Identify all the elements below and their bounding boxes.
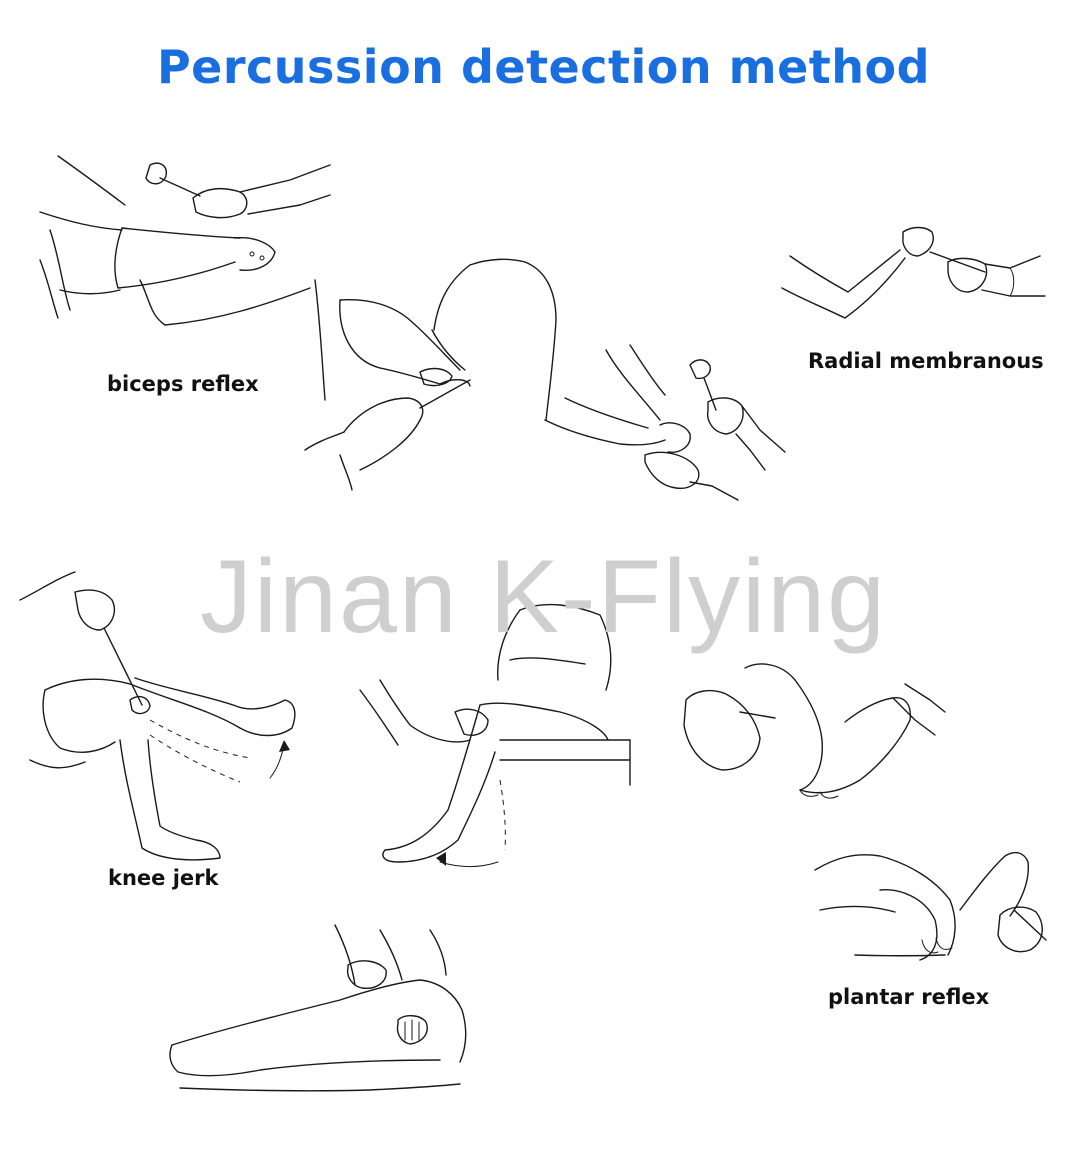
radial-reflex-illustration <box>544 344 786 501</box>
label-plantar-reflex: plantar reflex <box>828 985 990 1009</box>
plantar-reflex-illustration <box>814 851 1047 961</box>
knee-jerk-supine-illustration <box>169 924 467 1092</box>
biceps-reflex-illustration <box>39 155 331 326</box>
label-biceps-reflex: biceps reflex <box>107 372 259 396</box>
knee-jerk-crossed-leg-illustration <box>19 571 296 861</box>
label-knee-jerk: knee jerk <box>108 866 219 890</box>
radial-membranous-illustration <box>781 226 1046 319</box>
knee-jerk-seated-illustration <box>359 603 631 867</box>
label-radial-membranous: Radial membranous <box>808 349 1044 373</box>
biceps-reflex-seated-illustration <box>304 258 557 491</box>
page-title: Percussion detection method <box>156 40 931 94</box>
ankle-reflex-illustration <box>683 663 946 799</box>
